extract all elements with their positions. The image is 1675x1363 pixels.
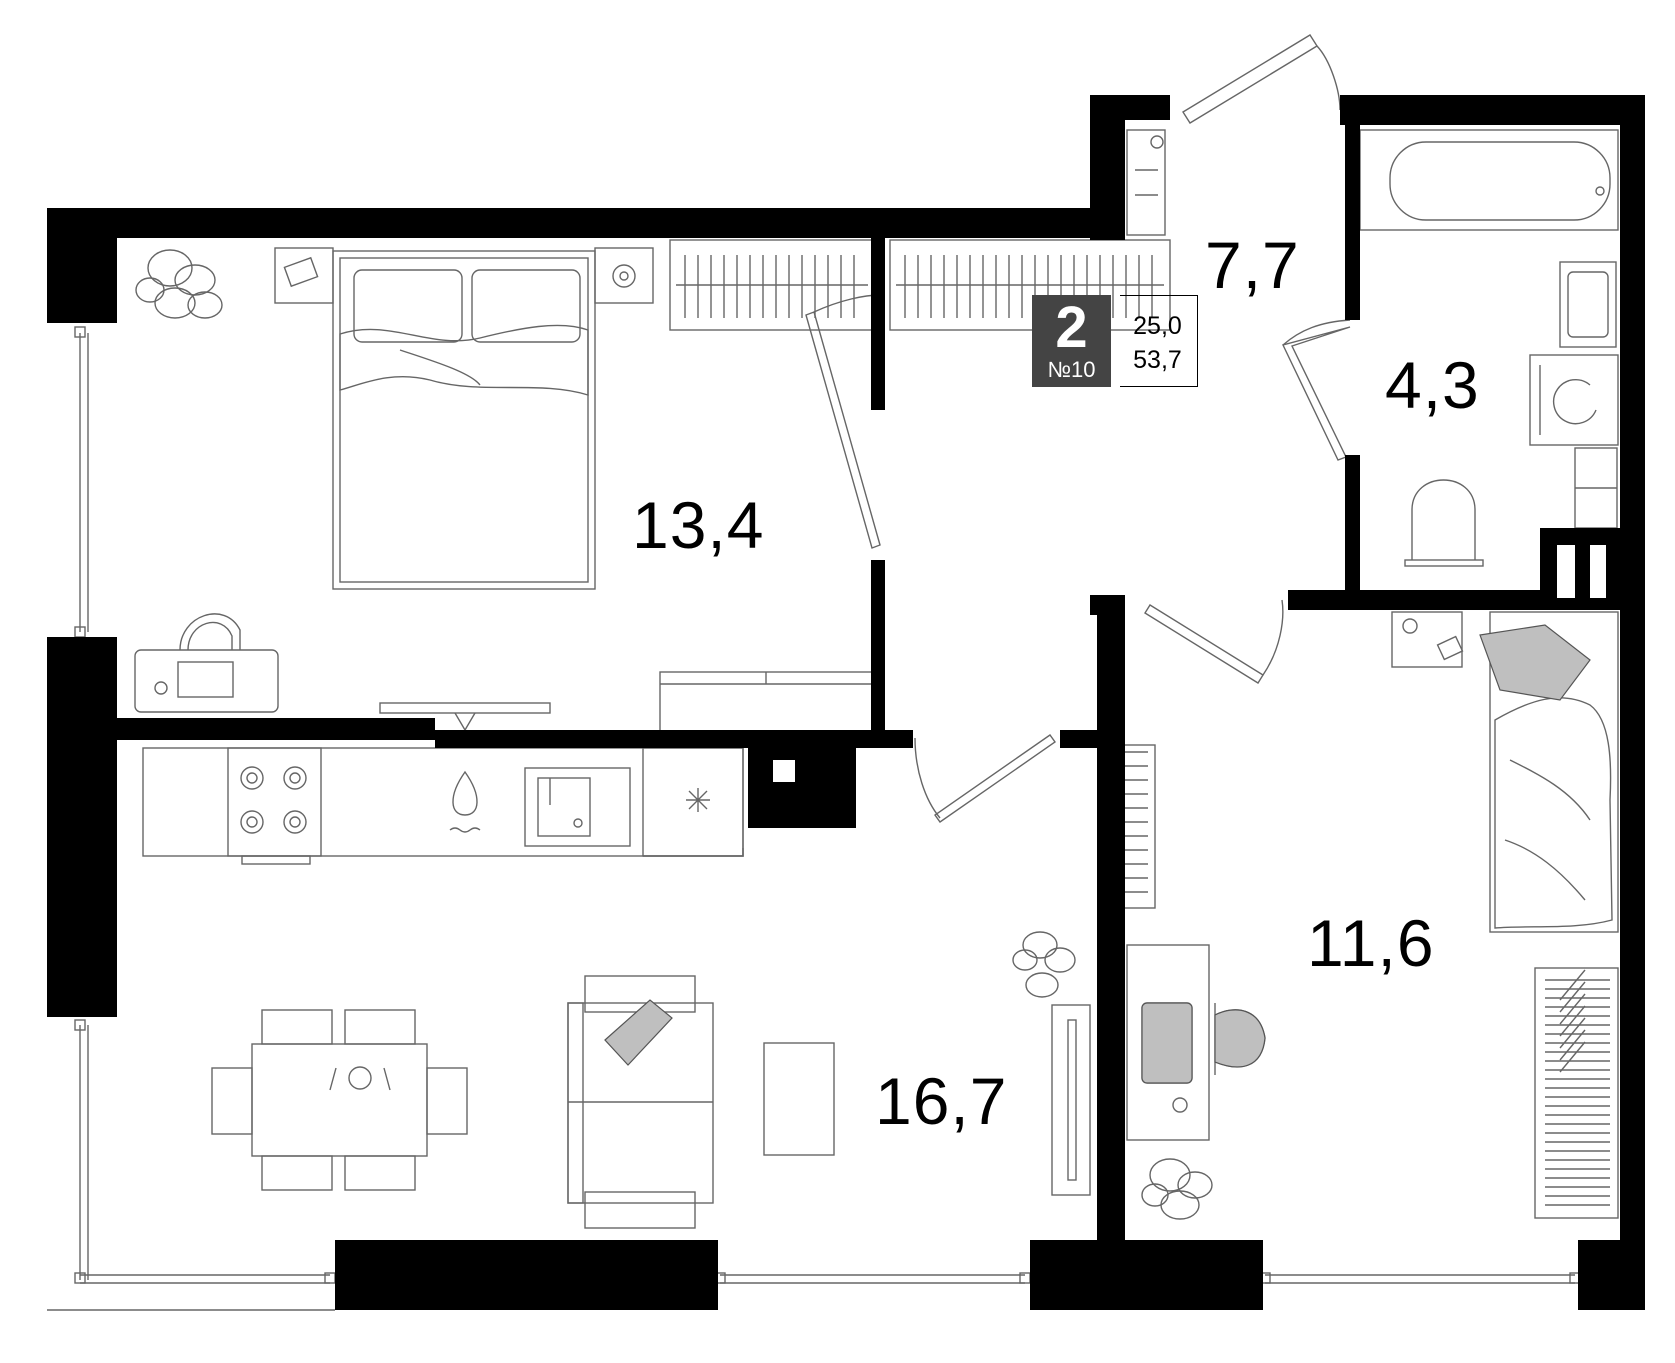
plant-bedroom (135, 249, 223, 319)
room-area-bedroom-large: 13,4 (632, 488, 765, 562)
sink-bathroom (1559, 261, 1617, 348)
wardrobe-small (1534, 967, 1619, 1219)
nightstand-right (594, 247, 654, 304)
walls (47, 95, 1645, 1310)
window-left-bottom (74, 1019, 336, 1284)
room-area-hallway: 7,7 (1205, 228, 1300, 302)
area-values-box: 25,0 53,7 (1120, 295, 1198, 387)
apartment-number: №10 (1047, 357, 1096, 382)
hanger-line (1559, 1041, 1586, 1073)
bathtub (1359, 129, 1619, 231)
hanger-line (1559, 1005, 1586, 1037)
desk-bedroom (134, 613, 279, 713)
hanger-line (1559, 969, 1586, 1001)
hanger-line (1559, 1029, 1586, 1061)
hanger-line (1559, 993, 1586, 1025)
room-area-kitchen-living: 16,7 (875, 1064, 1008, 1138)
nightstand-left (274, 247, 334, 304)
entrance-door (1182, 34, 1341, 124)
bathroom-door (1282, 319, 1351, 461)
double-bed (332, 250, 596, 590)
kitchen-counter (142, 747, 744, 865)
total-area: 53,7 (1133, 346, 1182, 374)
washing-machine (1529, 354, 1619, 446)
single-bed (1489, 611, 1619, 933)
plant-small-room (1141, 1158, 1213, 1220)
small-bedroom-door (1144, 599, 1284, 684)
tv-stand-living (1051, 1004, 1091, 1196)
plant-living (1012, 931, 1076, 998)
hanger-line (1559, 1017, 1586, 1049)
window-bottom-middle (714, 1272, 1031, 1284)
nightstand-small (1391, 611, 1464, 668)
room-area-bedroom-small: 11,6 (1307, 906, 1435, 980)
kitchen-door (914, 734, 1056, 823)
wardrobe-bedroom (669, 239, 874, 331)
wardrobe-hallway (889, 239, 1171, 331)
living-area: 25,0 (1133, 312, 1182, 340)
coffee-table (763, 1042, 835, 1156)
dining-table (211, 1009, 468, 1191)
room-count: 2 (1055, 295, 1088, 360)
room-area-bathroom: 4,3 (1385, 348, 1480, 422)
window-bottom-right (1259, 1272, 1581, 1284)
shoe-rack (1126, 129, 1166, 236)
apartment-badge: 2 №10 25,0 53,7 (1032, 295, 1200, 387)
bedroom-door (805, 294, 881, 549)
dresser (659, 671, 874, 733)
hanger-line (1559, 981, 1586, 1013)
room-count-box: 2 №10 (1032, 295, 1111, 387)
window-left-top (74, 326, 89, 638)
accent-fills (604, 624, 1591, 1084)
